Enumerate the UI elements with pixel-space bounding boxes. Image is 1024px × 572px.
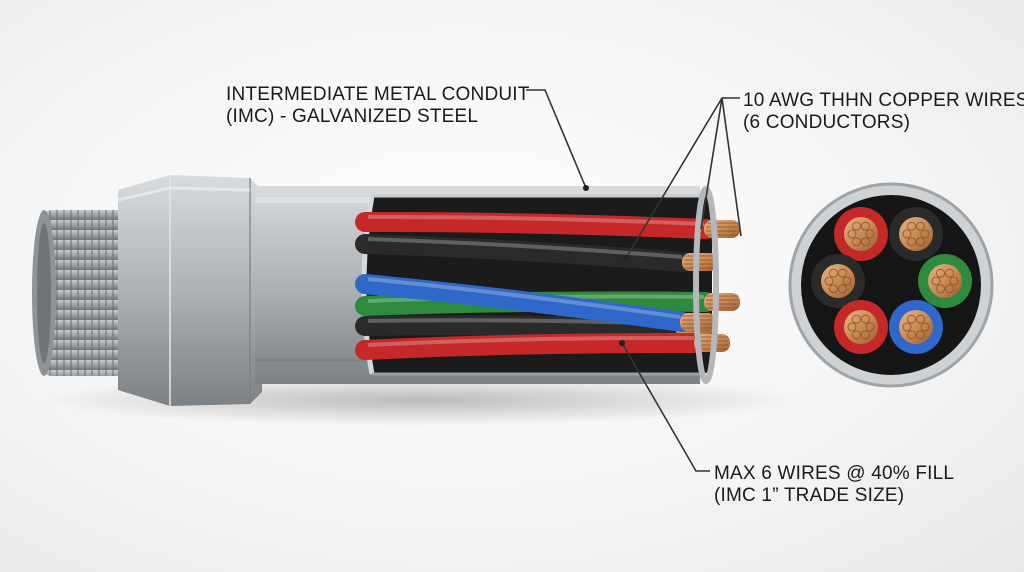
conduit-callout-dot [583,185,589,191]
xs-wire-copper-core [821,264,855,298]
conduit-callout-line2: (IMC) - GALVANIZED STEEL [226,106,479,127]
xs-wire-copper-core [844,217,878,251]
xs-strand [852,330,861,340]
xs-strand [916,314,925,324]
wires-callout-line2: (6 CONDUCTORS) [743,112,911,133]
xs-strand [852,237,861,247]
conduit-callout-label: INTERMEDIATE METAL CONDUIT (IMC) - GALVA… [226,84,530,128]
xs-strand [945,268,954,278]
xs-wire-copper-core [899,310,933,344]
xs-strand [861,314,870,324]
wire-highlight [367,214,705,226]
xs-wire-copper-core [899,217,933,251]
xs-strand [842,276,852,286]
conduit-callout-line1: INTERMEDIATE METAL CONDUIT [226,84,530,105]
xs-strand [907,237,916,247]
wire-highlight [367,335,695,347]
xs-strand [829,284,838,294]
fill-callout-label: MAX 6 WIRES @ 40% FILL (IMC 1” TRADE SIZ… [714,463,954,507]
wire-blue-4 [355,274,692,332]
xs-strand [920,322,930,332]
xs-wire-copper-core [844,310,878,344]
xs-strand [936,284,945,294]
xs-strand [936,268,945,278]
xs-strand [949,276,959,286]
xs-strand [824,276,834,286]
wire-black-1 [355,234,694,272]
xs-wire-copper-core [928,264,962,298]
xs-strand [865,229,875,239]
wires-callout-line1: 10 AWG THHN COPPER WIRES [743,90,1024,111]
wire-highlight [367,277,681,319]
callout-lines [526,89,742,472]
conduit-end-ring [693,186,719,384]
xs-strand [907,330,916,340]
xs-strand [916,330,925,340]
wires-callout-line-3 [700,97,723,230]
xs-strand [861,221,870,231]
fill-callout-line [621,342,710,472]
xs-strand [852,314,861,324]
copper-strands [682,253,718,271]
wires-callout-line-2 [721,97,742,237]
xs-strand [847,229,857,239]
fill-callout-line2: (IMC 1” TRADE SIZE) [714,485,905,506]
xs-strand [861,237,870,247]
xs-strand [838,284,847,294]
xs-strand [865,322,875,332]
fill-callout-dot [619,340,625,346]
xs-strand [847,322,857,332]
xs-strand [852,221,861,231]
conduit-callout-line [526,89,587,189]
xs-strand [838,268,847,278]
xs-strand [931,276,941,286]
cross-section [788,182,994,388]
xs-strand [916,237,925,247]
wire-red-0 [355,211,716,239]
coupling-nut [117,175,262,406]
wire-highlight [367,237,683,259]
wire-red-5 [355,332,706,360]
xs-strand [916,221,925,231]
wires-callout-label: 10 AWG THHN COPPER WIRES (6 CONDUCTORS) [743,90,1024,134]
wire-black-3 [355,315,688,339]
xs-strand [945,284,954,294]
xs-strand [902,322,912,332]
xs-strand [907,221,916,231]
wires-callout-dot [623,255,629,261]
xs-strand [861,330,870,340]
threaded-end [32,210,130,376]
xs-strand [829,268,838,278]
fill-callout-line1: MAX 6 WIRES @ 40% FILL [714,463,955,484]
xs-strand [907,314,916,324]
xs-strand [902,229,912,239]
xs-strand [920,229,930,239]
